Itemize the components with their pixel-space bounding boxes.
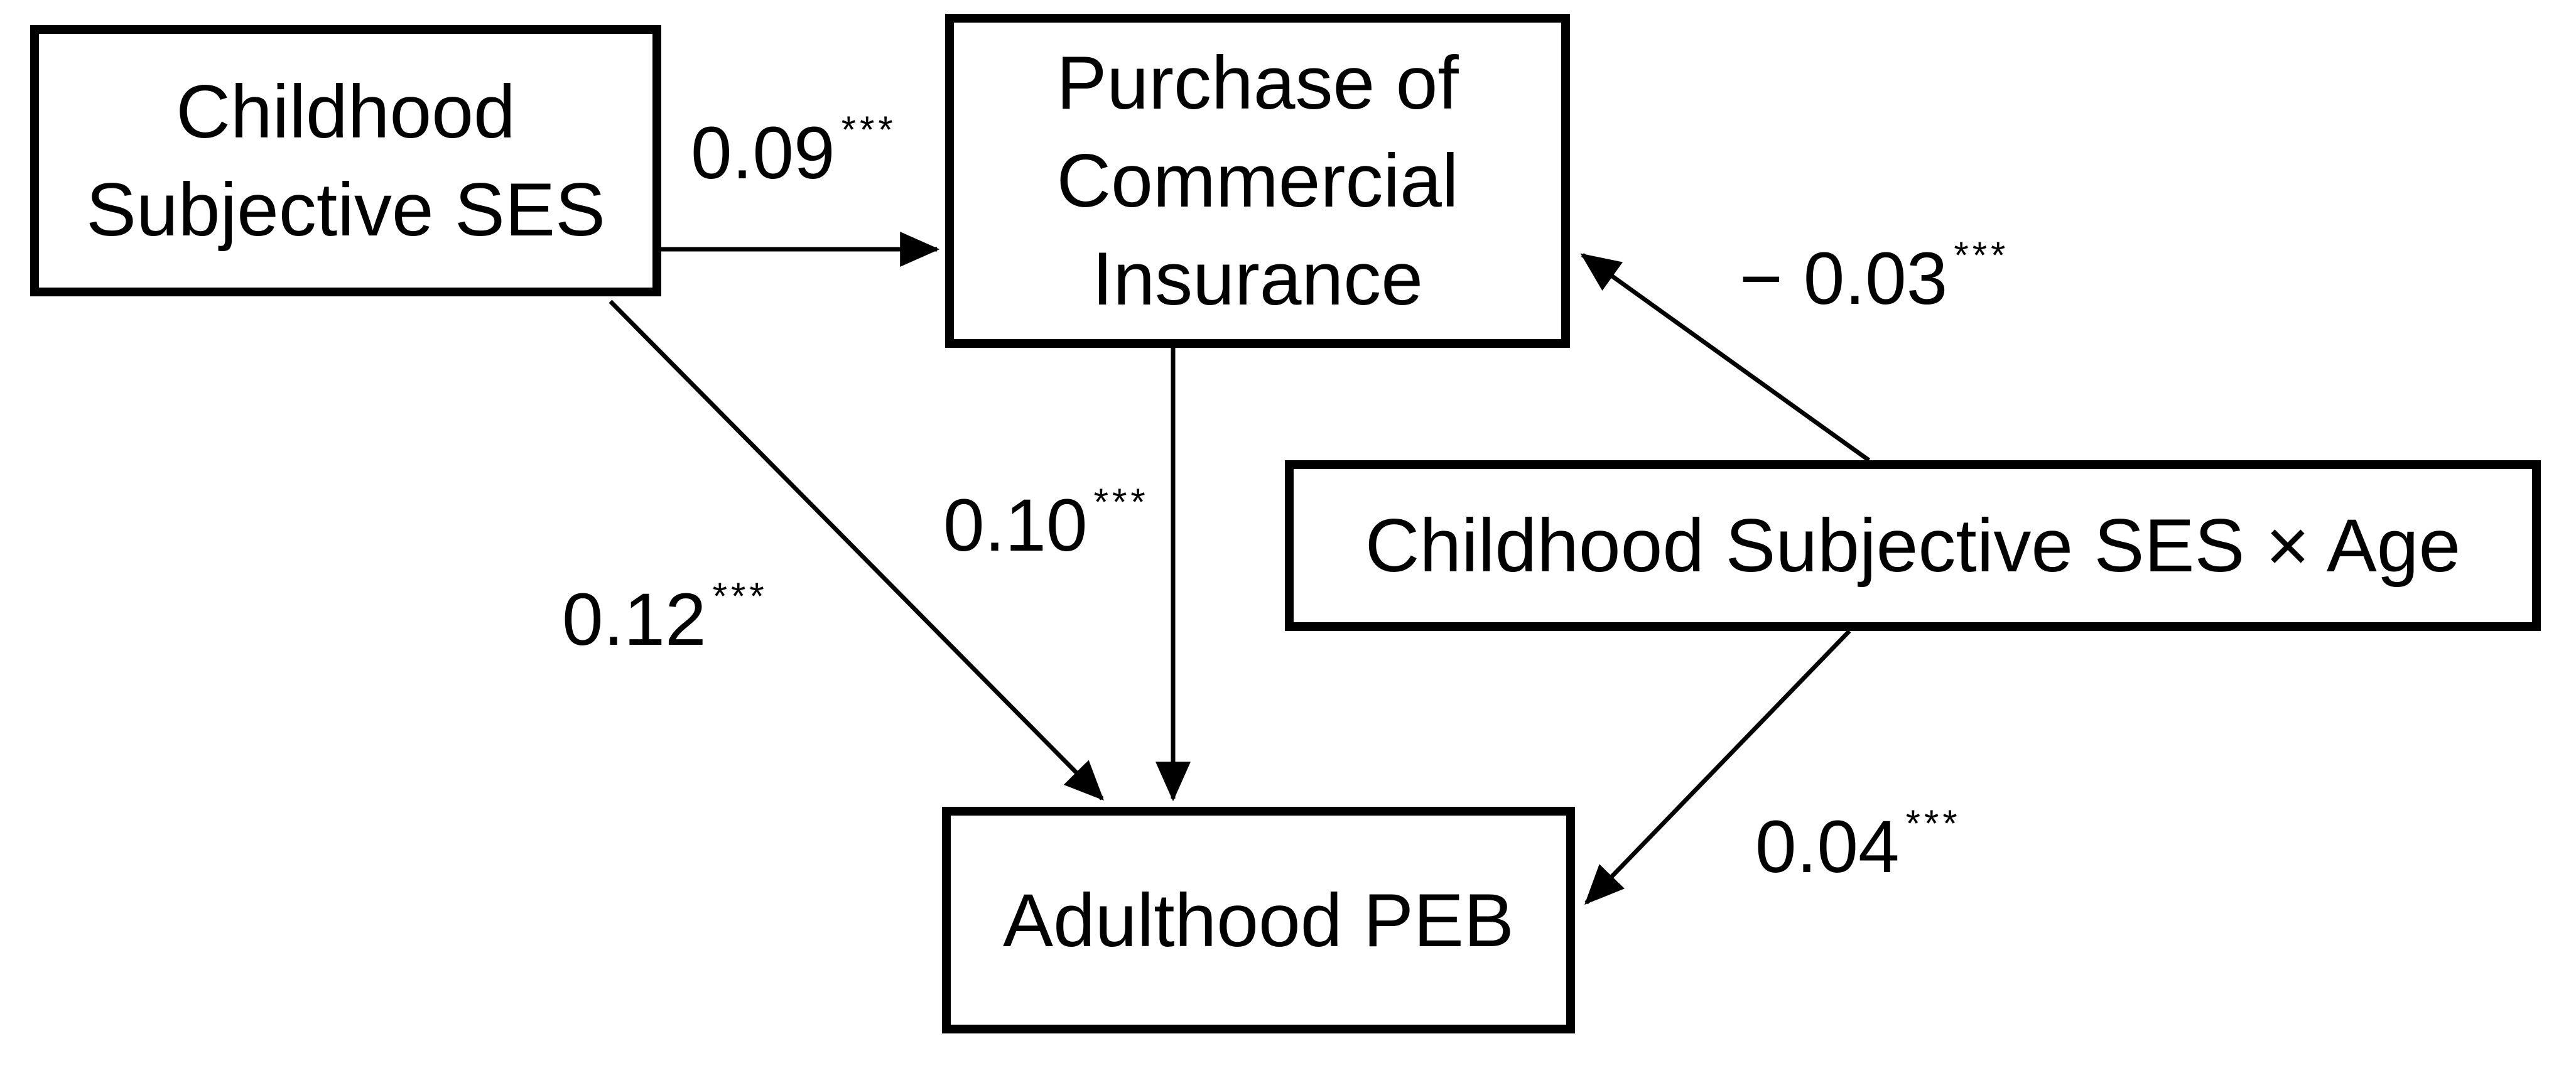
significance-stars: *** [841, 109, 897, 151]
significance-stars: *** [1093, 481, 1149, 523]
coefficient-ses-to-insurance: 0.09*** [691, 111, 897, 191]
node-label-line: Adulthood PEB [1003, 878, 1514, 962]
node-label-line: Commercial [1056, 139, 1459, 223]
significance-stars: *** [712, 575, 768, 617]
arrow-sesage-to-peb [1584, 629, 1851, 905]
node-purchase-of-commercial-insurance: Purchase of Commercial Insurance [945, 14, 1570, 348]
significance-stars: *** [1905, 802, 1961, 844]
coefficient-value: − 0.03 [1740, 237, 1948, 320]
arrow-sesage-to-insurance [1580, 253, 1871, 462]
coefficient-sesage-to-peb: 0.04*** [1755, 805, 1961, 885]
node-label-line: Childhood Subjective SES × Age [1365, 504, 2461, 588]
significance-stars: *** [1954, 234, 2010, 276]
coefficient-sesage-to-insurance: − 0.03*** [1740, 237, 2009, 316]
coefficient-value: 0.12 [562, 578, 706, 661]
node-childhood-subjective-ses: Childhood Subjective SES [30, 25, 661, 296]
node-label-line: Childhood [176, 70, 516, 154]
node-label-line: Subjective SES [85, 168, 606, 252]
coefficient-insurance-to-peb: 0.10*** [943, 483, 1149, 563]
node-label-line: Insurance [1092, 237, 1423, 321]
coefficient-ses-to-peb: 0.12*** [562, 578, 768, 657]
coefficient-value: 0.10 [943, 484, 1088, 567]
node-childhood-subjective-ses-x-age: Childhood Subjective SES × Age [1285, 460, 2541, 631]
coefficient-value: 0.04 [1755, 806, 1900, 888]
node-adulthood-peb: Adulthood PEB [942, 807, 1575, 1033]
arrow-ses-to-peb [609, 299, 1104, 801]
node-label-line: Purchase of [1056, 41, 1459, 125]
coefficient-value: 0.09 [691, 112, 835, 195]
